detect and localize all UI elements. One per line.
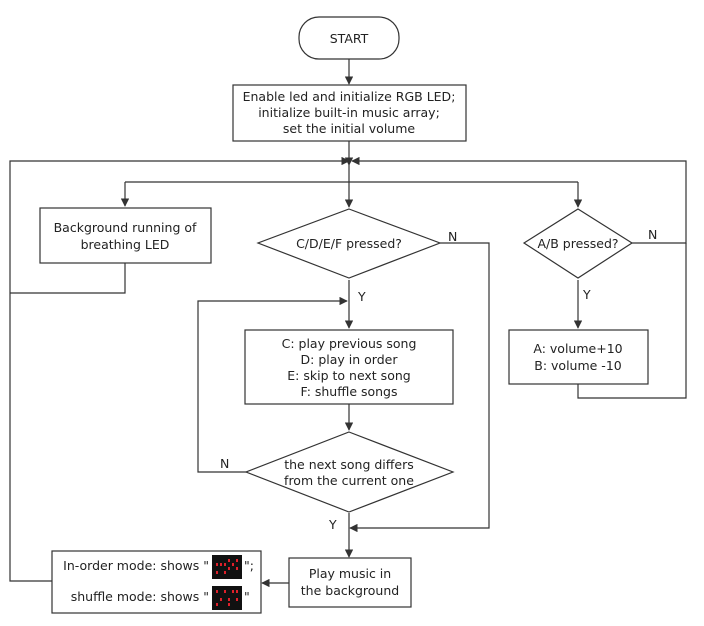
ab-actions-node: A: volume+10 B: volume -10 <box>508 329 649 385</box>
differs-line-1: the next song differs <box>284 457 414 472</box>
init-line-2: initialize built-in music array; <box>258 105 440 120</box>
cdef-action-f: F: shuffle songs <box>300 384 397 399</box>
ab-decision-node: A/B pressed? <box>522 208 634 279</box>
edge-label-differs-no: N <box>220 456 229 471</box>
edge-label-ab-yes: Y <box>582 287 591 302</box>
cdef-decision-label: C/D/E/F pressed? <box>296 236 402 251</box>
breathing-line-2: breathing LED <box>81 237 170 252</box>
edge-label-cdef-no: N <box>448 229 457 244</box>
edge-label-cdef-yes: Y <box>357 289 366 304</box>
display-shuffle-prefix: shuffle mode: shows " <box>71 589 209 604</box>
edge-display-loop <box>9 156 350 582</box>
edge-differs-no <box>197 296 348 473</box>
differs-decision-node: the next song differs from the current o… <box>244 431 455 513</box>
ab-decision-label: A/B pressed? <box>537 236 618 251</box>
edge-ab-actions-loop <box>577 243 687 399</box>
cdef-action-d: D: play in order <box>301 352 399 367</box>
edge-cdef-no <box>349 242 490 533</box>
cdef-decision-node: C/D/E/F pressed? <box>256 208 442 279</box>
display-node: In-order mode: shows " "; shuffle mode: … <box>51 550 262 614</box>
init-node: Enable led and initialize RGB LED; initi… <box>232 84 467 142</box>
display-inorder-prefix: In-order mode: shows " <box>63 558 209 573</box>
connectors <box>9 59 687 588</box>
init-line-1: Enable led and initialize RGB LED; <box>243 89 456 104</box>
breathing-line-1: Background running of <box>54 220 197 235</box>
ab-action-b: B: volume -10 <box>534 358 622 373</box>
edge-ab-no <box>351 156 687 244</box>
edge-breathing-loop <box>10 263 126 294</box>
cdef-action-c: C: play previous song <box>282 336 417 351</box>
play-line-2: the background <box>301 583 399 598</box>
cdef-actions-node: C: play previous song D: play in order E… <box>244 329 454 405</box>
start-node: START <box>298 16 400 60</box>
display-inorder-suffix: "; <box>244 558 254 573</box>
init-line-3: set the initial volume <box>283 121 416 136</box>
shuffle-matrix-icon <box>212 586 242 610</box>
breathing-node: Background running of breathing LED <box>39 207 212 264</box>
inorder-matrix-icon <box>212 555 242 579</box>
play-node: Play music in the background <box>288 557 412 608</box>
cdef-action-e: E: skip to next song <box>287 368 410 383</box>
start-label: START <box>330 31 369 46</box>
edge-label-differs-yes: Y <box>328 517 337 532</box>
display-shuffle-suffix: " <box>244 589 250 604</box>
differs-line-2: from the current one <box>284 473 414 488</box>
ab-action-a: A: volume+10 <box>533 341 622 356</box>
edge-label-ab-no: N <box>648 227 657 242</box>
play-line-1: Play music in <box>309 566 391 581</box>
